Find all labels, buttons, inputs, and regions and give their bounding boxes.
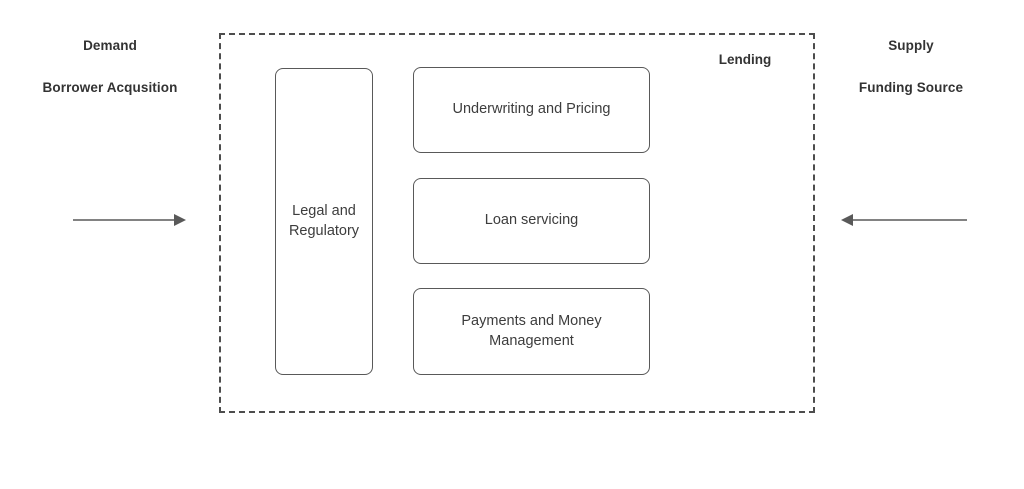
box-legal-and-regulatory[interactable]: Legal and Regulatory [275, 68, 373, 375]
right-arrow-icon [841, 214, 967, 226]
box-loan-servicing-label: Loan servicing [484, 212, 579, 229]
right-arrow-head [841, 214, 853, 226]
box-payments-and-money-management[interactable]: Payments and Money Management [413, 288, 650, 375]
box-loan-servicing[interactable]: Loan servicing [413, 178, 650, 264]
demand-label: Demand [83, 38, 137, 53]
box-underwriting-and-pricing-label: Underwriting and Pricing [452, 101, 611, 118]
borrower-acquisition-label: Borrower Acqusition [42, 80, 178, 95]
left-arrow-icon [73, 214, 186, 226]
lending-label: Lending [718, 52, 772, 67]
box-underwriting-and-pricing[interactable]: Underwriting and Pricing [413, 67, 650, 153]
box-payments-and-money-management-label: Payments and Money Management [461, 312, 602, 349]
supply-label: Supply [888, 38, 934, 53]
lending-container [219, 33, 815, 413]
funding-source-label: Funding Source [858, 80, 964, 95]
box-legal-and-regulatory-label: Legal and Regulatory [288, 202, 360, 239]
left-arrow-head [174, 214, 186, 226]
